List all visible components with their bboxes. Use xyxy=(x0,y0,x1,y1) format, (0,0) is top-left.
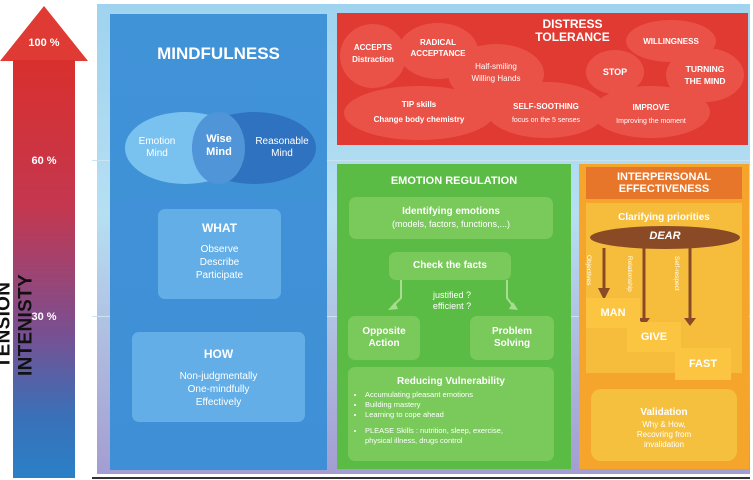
dear-label: DEAR xyxy=(649,230,681,242)
validation-line: invalidation xyxy=(643,440,685,449)
relationship-label: Relationship xyxy=(626,256,633,292)
objectives-label: Objectives xyxy=(585,255,592,286)
wise-mind-overlap xyxy=(192,112,245,184)
reducing-item: Accumulating pleasant emotions xyxy=(365,390,554,400)
validation-title: Validation xyxy=(640,407,688,418)
baseline xyxy=(92,477,750,479)
dear-ellipse xyxy=(590,226,740,249)
level-line-60 xyxy=(92,160,750,161)
emotion-regulation-title: EMOTION REGULATION xyxy=(390,175,518,187)
check-facts-box: Check the facts xyxy=(389,252,511,280)
check-facts-arrows xyxy=(388,280,518,310)
reducing-item: Building mastery xyxy=(365,400,554,410)
interpersonal-title-band xyxy=(586,167,742,199)
self-soothing-bubble xyxy=(486,82,606,138)
how-item: Non-judgmentally xyxy=(179,371,258,382)
improve-bubble xyxy=(592,86,710,138)
self-soothing-label: SELF-SOOTHING focus on the 5 senses xyxy=(511,102,581,124)
dear-arrows xyxy=(598,248,696,326)
tick-60: 60 % xyxy=(31,155,57,167)
how-box: HOW Non-judgmentally One-mindfully Effec… xyxy=(132,332,305,422)
accepts-bubble xyxy=(340,24,406,88)
fast-box: FAST xyxy=(675,348,731,380)
arrow-head xyxy=(0,6,88,61)
what-box: WHAT Observe Describe Participate xyxy=(158,209,281,299)
what-title: WHAT xyxy=(201,221,238,235)
improve-label: IMPROVE Improving the moment xyxy=(616,103,686,125)
what-item: Participate xyxy=(195,270,244,281)
intensity-axis-title: TENSION INTENISTY xyxy=(0,274,37,376)
identifying-title: Identifying emotions xyxy=(402,206,500,217)
tick-30: 30 % xyxy=(31,311,57,323)
how-item: One-mindfully xyxy=(187,384,250,395)
what-item: Describe xyxy=(199,257,240,268)
self-respect-label: Self-respect xyxy=(673,256,680,291)
identifying-box: Identifying emotions (models, factors, f… xyxy=(349,197,553,239)
please-skills: PLEASE Skills : nutrition, sleep, exerci… xyxy=(365,426,554,446)
willingness-label: WILLINGNESS xyxy=(643,37,699,46)
reducing-vulnerability-box: Reducing Vulnerability Accumulating plea… xyxy=(348,367,554,461)
validation-line: Recovring from xyxy=(636,430,692,439)
validation-box: Validation Why & How, Recovring from inv… xyxy=(591,389,737,461)
check-facts-question: justified ?efficient ? xyxy=(432,290,472,311)
validation-line: Why & How, xyxy=(642,420,686,429)
reducing-title: Reducing Vulnerability xyxy=(397,376,505,387)
reducing-item: Learning to cope ahead xyxy=(365,410,554,420)
tip-bubble xyxy=(344,86,494,140)
how-item: Effectively xyxy=(195,397,242,408)
clarifying-title: Clarifying priorities xyxy=(618,212,710,223)
how-title: HOW xyxy=(203,347,234,361)
what-item: Observe xyxy=(200,244,239,255)
stop-label: STOP xyxy=(602,67,628,77)
identifying-subtitle: (models, factors, functions,...) xyxy=(391,219,511,229)
give-box: GIVE xyxy=(627,322,681,352)
arrow-shaft xyxy=(13,60,75,478)
mindfulness-title: MINDFULNESS xyxy=(157,44,280,63)
tick-100: 100 % xyxy=(28,37,60,49)
